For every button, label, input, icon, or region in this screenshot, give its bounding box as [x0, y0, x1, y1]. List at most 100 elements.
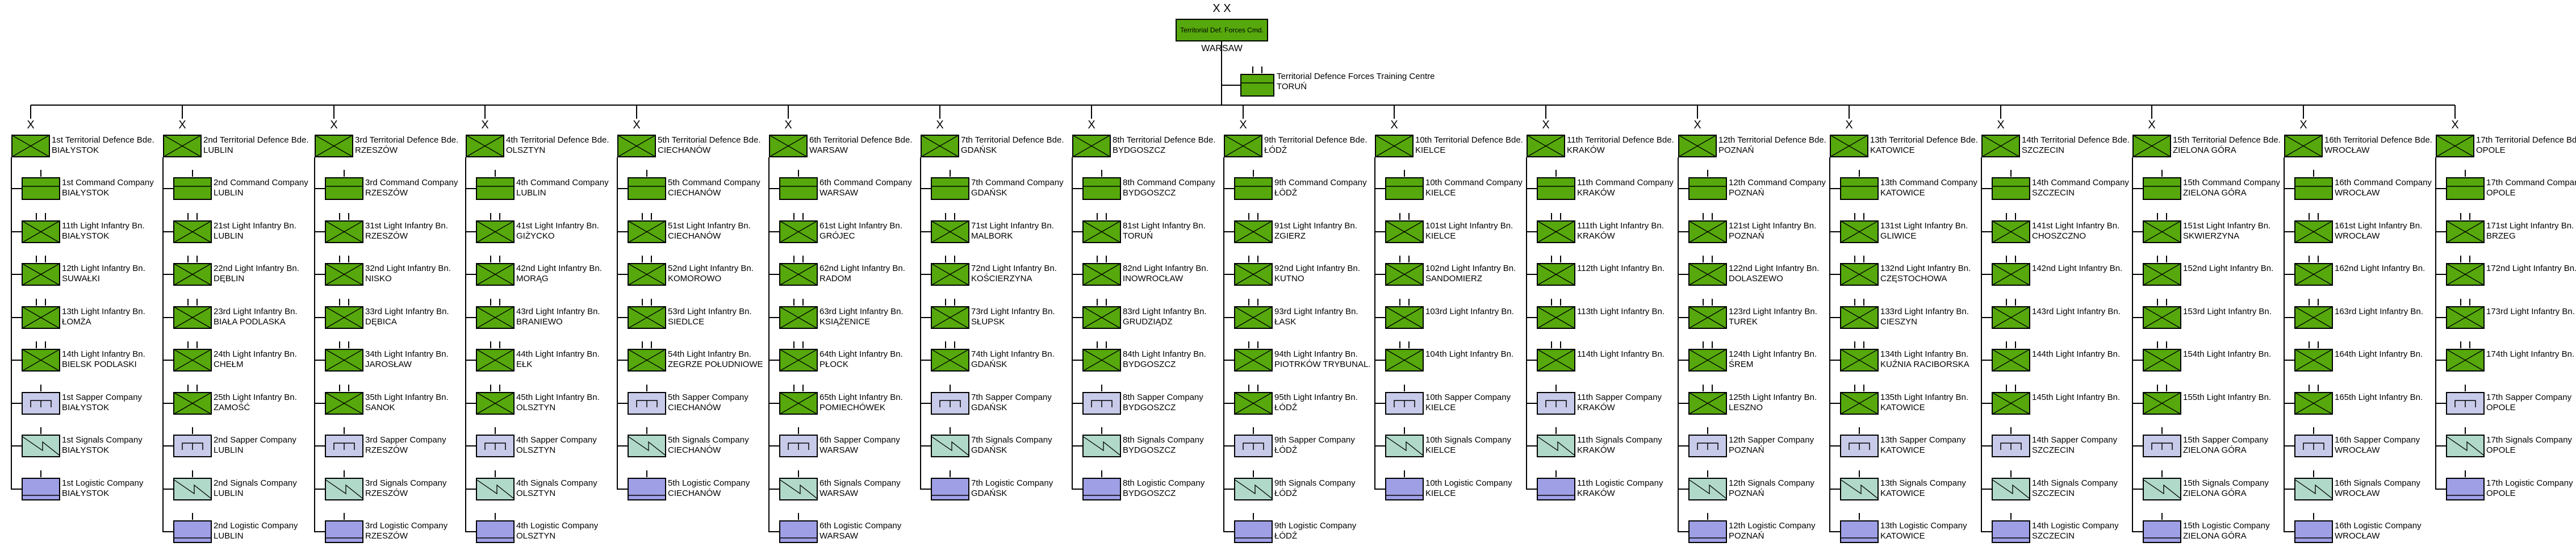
connector-stub: [11, 317, 22, 318]
connector-stub: [2284, 403, 2294, 404]
connector-stub: [11, 445, 22, 446]
unit-name: 62nd Light Infantry Bn.: [819, 264, 905, 273]
infantry-icon: [22, 220, 60, 243]
connector-stub: [2132, 274, 2143, 275]
unit-name: 13th Sapper Company: [1880, 435, 1966, 445]
infantry-brigade-icon: [617, 135, 656, 157]
infantry-icon: [325, 263, 363, 286]
connector-stub: [1526, 489, 1537, 490]
unit-name: 17th Command Company: [2486, 178, 2576, 187]
unit-name: 9th Command Company: [1274, 178, 1367, 187]
unit-location: GDAŃSK: [971, 445, 1007, 455]
echelon-tick: [1097, 256, 1098, 262]
unit-name: 155th Light Infantry Bn.: [2183, 393, 2272, 402]
infantry-brigade-icon: [163, 135, 202, 157]
connector-drop: [788, 105, 789, 119]
unit-location: SŁUPSK: [971, 316, 1005, 327]
echelon-tick: [1404, 427, 1405, 434]
unit-name: 6th Signals Company: [819, 478, 901, 488]
unit-label: 25th Light Infantry Bn.ZAMOŚĆ: [214, 393, 297, 412]
engineer-icon: [173, 435, 212, 457]
infantry-brigade-icon: [1224, 135, 1262, 157]
unit-label: 124th Light Infantry Bn.ŚREM: [1729, 349, 1817, 369]
unit-name: 11th Logistic Company: [1577, 478, 1663, 488]
unit-name: 61st Light Infantry Bn.: [819, 221, 902, 231]
infantry-icon: [1688, 220, 1727, 243]
unit-name: 45th Light Infantry Bn.: [516, 393, 600, 402]
infantry-icon: [1082, 263, 1121, 286]
echelon-tick: [802, 213, 804, 220]
infantry-icon: [2446, 306, 2485, 329]
echelon-tick: [1703, 256, 1704, 262]
unit-name: 1st Command Company: [62, 178, 154, 187]
echelon-tick: [2015, 213, 2016, 220]
logistics-icon: [1992, 520, 2030, 543]
unit-label: 93rd Light Infantry Bn.ŁASK: [1274, 307, 1358, 327]
connector-stub: [162, 360, 173, 361]
echelon-tick: [1551, 256, 1552, 262]
connector-stub: [1829, 274, 1840, 275]
connector-drop: [484, 105, 486, 119]
unit-label: 121st Light Infantry Bn.POZNAŃ: [1729, 221, 1816, 241]
infantry-icon: [2294, 392, 2333, 415]
echelon-tick: [339, 299, 340, 306]
connector-stub: [2132, 445, 2143, 446]
infantry-icon: [1234, 392, 1273, 415]
echelon-tick: [2015, 256, 2016, 262]
connector-stub: [2435, 489, 2446, 490]
connector-stub: [1374, 489, 1385, 490]
echelon-tick: [2166, 385, 2167, 391]
unit-location: RZESZÓW: [365, 231, 408, 241]
echelon-mark-brigade: X: [27, 119, 35, 131]
echelon-mark-brigade: X: [1239, 119, 1247, 131]
echelon-tick: [646, 427, 647, 434]
unit-name: 12th Signals Company: [1729, 478, 1814, 488]
echelon-tick: [1248, 256, 1249, 262]
echelon-tick: [344, 513, 345, 520]
echelon-tick: [495, 470, 496, 477]
unit-label: 71st Light Infantry Bn.MALBORK: [971, 221, 1054, 241]
unit-label: 114th Light Infantry Bn.: [1577, 349, 1665, 360]
connector-stub: [162, 188, 173, 189]
echelon-tick: [490, 213, 491, 220]
unit-location: KUŹNIA RACIBORSKA: [1880, 359, 1969, 369]
unit-label: 161st Light Infantry Bn.WROCŁAW: [2335, 221, 2422, 241]
echelon-tick: [499, 256, 500, 262]
echelon-tick: [2465, 470, 2466, 477]
logistics-icon: [1840, 520, 1879, 543]
unit-label: 163rd Light Infantry Bn.: [2335, 307, 2423, 317]
brigade-label: 5th Territorial Defence Bde.CIECHANÓW: [658, 135, 761, 155]
connector-stub: [2284, 231, 2294, 232]
unit-name: 51st Light Infantry Bn.: [668, 221, 751, 231]
unit-location: ŁÓDŹ: [1274, 531, 1298, 541]
echelon-tick: [2010, 470, 2012, 477]
connector-stub: [1072, 360, 1082, 361]
echelon-tick: [2015, 341, 2016, 348]
connector-stub: [768, 231, 779, 232]
echelon-tick: [2469, 213, 2470, 220]
connector-stub: [768, 274, 779, 275]
echelon-tick: [798, 470, 799, 477]
echelon-mark-brigade: X: [633, 119, 641, 131]
infantry-brigade-icon: [1678, 135, 1717, 157]
unit-label: 45th Light Infantry Bn.OLSZTYN: [516, 393, 600, 412]
connector-stub: [1678, 231, 1688, 232]
unit-location: RZESZÓW: [365, 187, 408, 198]
connector-stub: [1374, 317, 1385, 318]
unit-location: SZCZECIN: [2032, 531, 2075, 541]
echelon-tick: [2161, 170, 2163, 177]
echelon-tick: [1408, 299, 1410, 306]
echelon-tick: [1257, 385, 1258, 391]
infantry-icon: [476, 349, 515, 372]
unit-name: 8th Logistic Company: [1123, 478, 1205, 488]
connector-stub: [1829, 188, 1840, 189]
unit-location: LUBLIN: [214, 445, 244, 455]
echelon-tick: [642, 341, 643, 348]
